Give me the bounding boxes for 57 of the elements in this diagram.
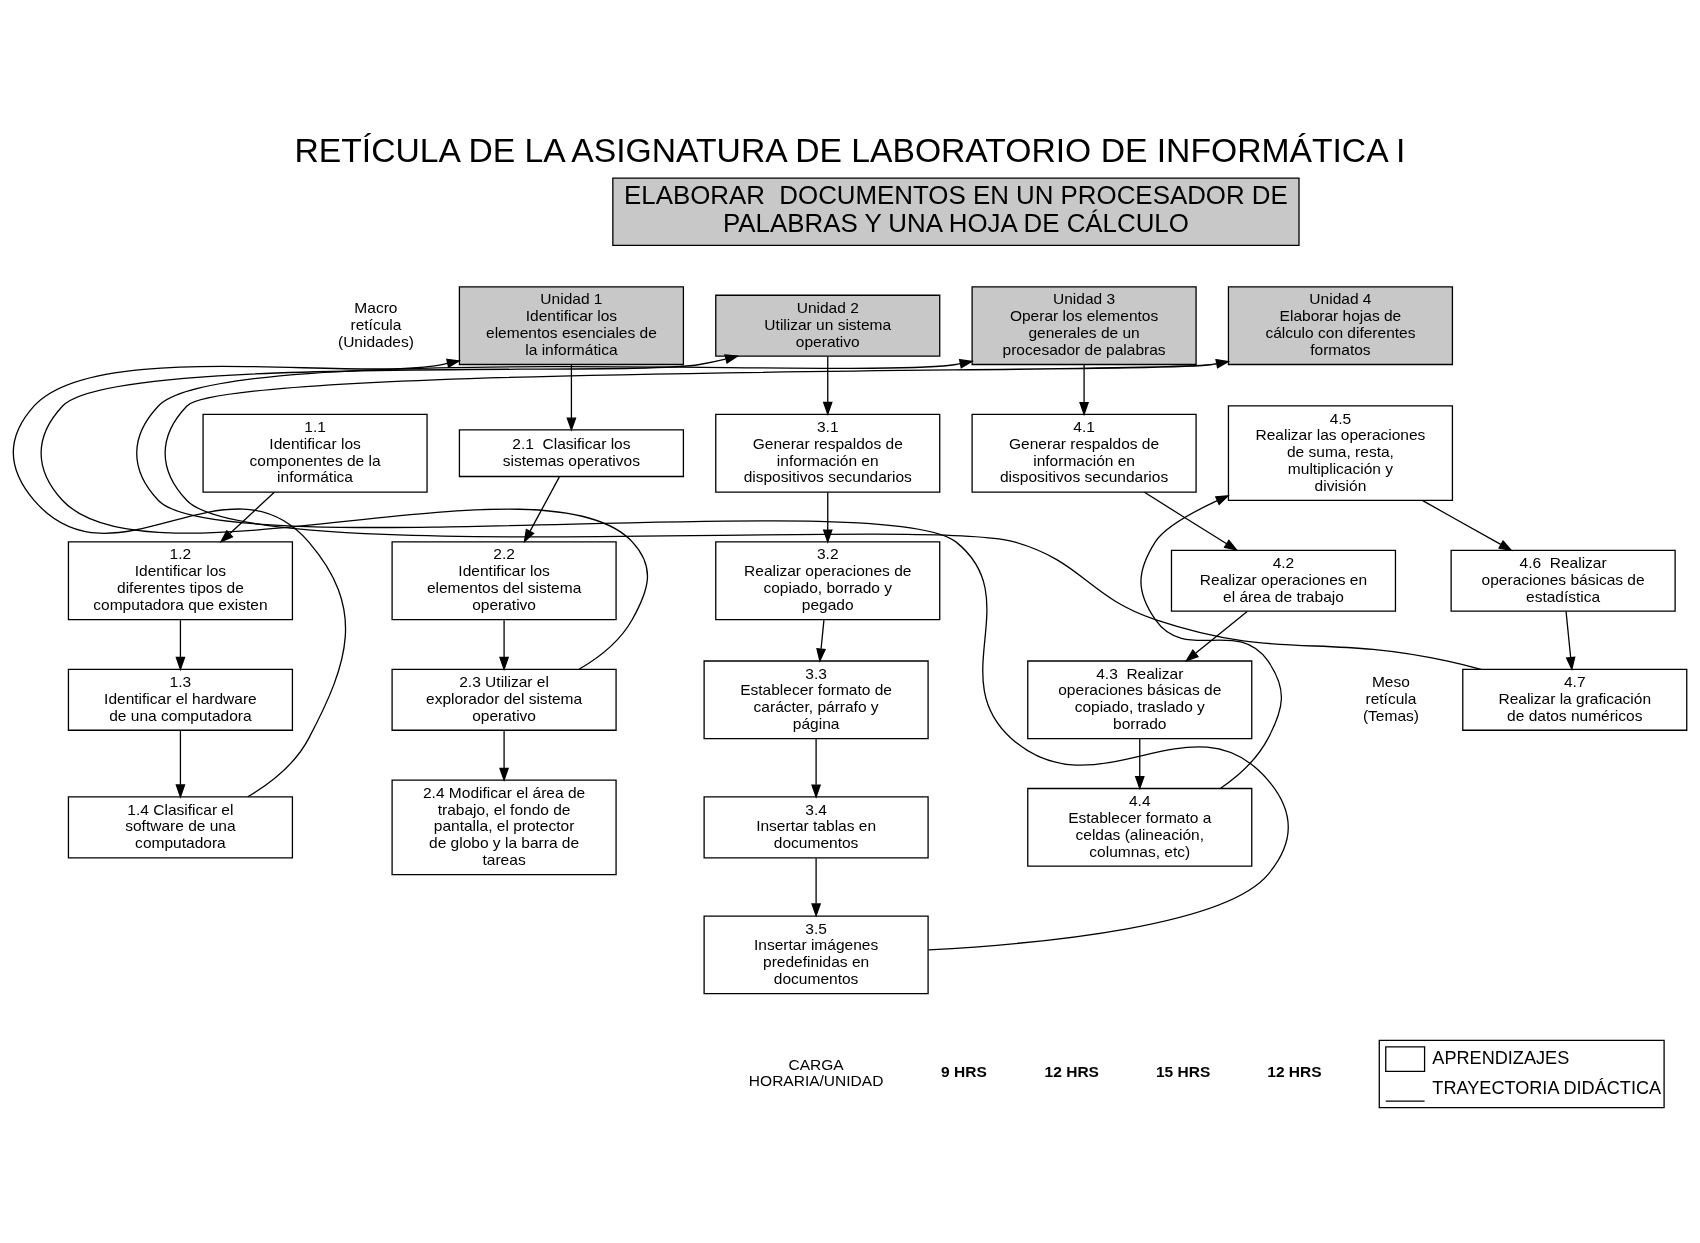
node-box: 4.6 Realizar operaciones básicas de estadística — [1450, 549, 1676, 612]
label: 12 HRS — [1044, 1062, 1099, 1080]
legend-label: APRENDIZAJES — [1432, 1047, 1570, 1068]
arrow — [1565, 610, 1576, 672]
arrow — [1134, 738, 1145, 791]
node-box: 4.5 Realizar las operaciones de suma, resta, multiplicación y división — [1227, 405, 1454, 502]
node-box: Unidad 3 Operar los elementos generales de un procesador de palabras — [971, 286, 1197, 366]
node-box: 3.2 Realizar operaciones de copiado, borrado y pegado — [715, 541, 941, 621]
node-box: 4.2 Realizar operaciones en el área de trabajo — [1170, 549, 1397, 612]
label: Meso retícula (Temas) — [1362, 673, 1419, 724]
node-box: Unidad 2 Utilizar un sistema operativo — [715, 294, 941, 357]
arrow — [811, 738, 822, 799]
node-box: 4.4 Establecer formato a celdas (alineación, columnas, etc) — [1027, 787, 1253, 867]
node-box: ELABORAR DOCUMENTOS EN UN PROCESADOR DE PALABRAS Y UNA HOJA DE CÁLCULO — [612, 177, 1300, 247]
arrow — [175, 730, 186, 799]
node-box: 4.3 Realizar operaciones básicas de copiado, traslado y borrado — [1027, 660, 1253, 740]
arrow — [811, 857, 822, 918]
arrow — [40, 354, 740, 670]
arrow — [499, 619, 510, 672]
arrow — [219, 491, 275, 544]
arrow — [12, 358, 461, 798]
arrow — [136, 358, 1289, 951]
node-box: 3.1 Generar respaldos de información en dispositivos secundarios — [715, 413, 941, 493]
legend-label: TRAYECTORIA DIDÁCTICA — [1432, 1077, 1662, 1098]
label: 15 HRS — [1155, 1062, 1211, 1080]
node-box: 1.3 Identificar el hardware de una computadora — [67, 668, 294, 731]
node-box: Unidad 1 Identificar los elementos esenciales de la informática — [458, 286, 685, 366]
node-box: 1.1 Identificar los componentes de la informática — [202, 413, 428, 493]
arrow — [1422, 500, 1513, 552]
node-box: 2.3 Utilizar el explorador del sistema operativo — [391, 668, 617, 731]
node-box: 2.1 Clasificar los sistemas operativos — [458, 429, 685, 478]
arrow — [1079, 364, 1090, 417]
arrow — [499, 730, 510, 782]
arrow — [816, 619, 827, 663]
node-box: Unidad 4 Elaborar hojas de cálculo con diferentes formatos — [1227, 286, 1454, 366]
node-box: 4.7 Realizar la graficación de datos numéricos — [1462, 668, 1688, 731]
diagram-title: RETÍCULA DE LA ASIGNATURA DE LABORATORIO DE INFORMÁTICA I — [294, 132, 1406, 170]
label: 12 HRS — [1267, 1062, 1322, 1080]
arrow — [822, 491, 833, 544]
node-box: 1.2 Identificar los diferentes tipos de computadora que existen — [67, 541, 294, 621]
arrow — [566, 364, 577, 432]
arrow — [164, 358, 1482, 671]
node-box: 3.3 Establecer formato de carácter, párrafo y página — [703, 660, 929, 740]
node-box: 4.1 Generar respaldos de información en dispositivos secundarios — [971, 413, 1197, 493]
node-box: 2.4 Modificar el área de trabajo, el fondo de pantalla, el protector de globo y la barra de tareas — [391, 779, 617, 876]
arrow — [1140, 495, 1283, 790]
arrow — [175, 619, 186, 672]
arrow — [1143, 491, 1239, 552]
arrow — [822, 355, 833, 416]
node-box: 2.2 Identificar los elementos del sistema operativo — [391, 541, 617, 621]
label: 9 HRS — [941, 1062, 987, 1080]
node-box: 3.5 Insertar imágenes predefinidas en documentos — [703, 915, 929, 995]
label: Macro retícula (Unidades) — [337, 298, 414, 350]
node-box: 1.4 Clasificar el software de una computadora — [67, 796, 294, 859]
arrow — [1184, 610, 1248, 662]
node-box: 3.4 Insertar tablas en documentos — [703, 796, 929, 859]
label: CARGA HORARIA/UNIDAD — [748, 1055, 884, 1090]
